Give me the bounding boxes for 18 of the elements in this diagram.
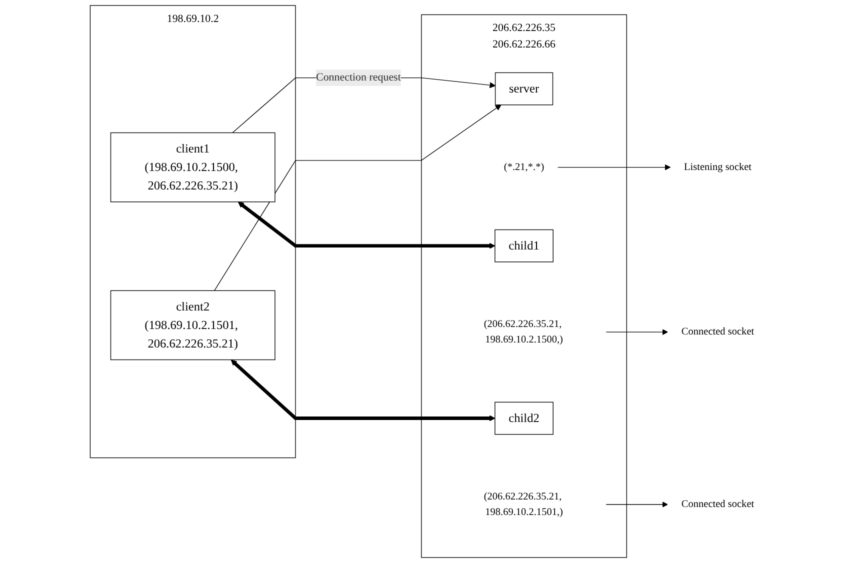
node-box: child1 bbox=[494, 229, 554, 262]
node-text: Connected socket bbox=[681, 498, 754, 510]
arrow bbox=[606, 329, 668, 336]
node-text: Connected socket bbox=[681, 326, 754, 338]
node-box: client2 (198.69.10.2.1501, 206.62.226.35.21) bbox=[110, 290, 276, 360]
arrow bbox=[214, 104, 502, 291]
node-box: server bbox=[494, 72, 554, 106]
node-text: (206.62.226.35.21, 198.69.10.2.1501,) bbox=[484, 491, 563, 518]
node-text: (206.62.226.35.21, 198.69.10.2.1500,) bbox=[484, 318, 563, 346]
arrow bbox=[230, 360, 496, 422]
node-text: (*.21,*.*) bbox=[504, 162, 544, 173]
arrow bbox=[238, 202, 496, 249]
node-box: client1 (198.69.10.2.1500, 206.62.226.35.21) bbox=[110, 132, 276, 202]
edge-label: Connection request bbox=[316, 72, 401, 84]
arrow bbox=[606, 501, 668, 508]
node-text: Listening socket bbox=[684, 162, 752, 173]
arrow bbox=[557, 164, 671, 170]
node-box: child2 bbox=[494, 402, 554, 435]
